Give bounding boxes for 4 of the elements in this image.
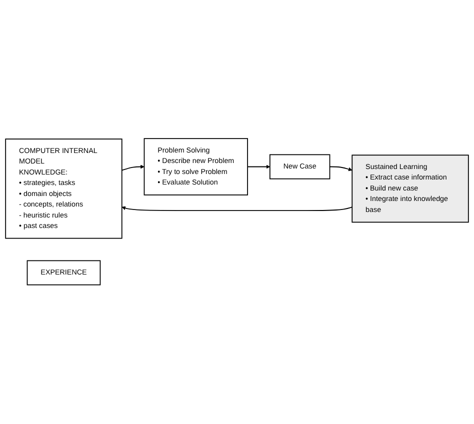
arrow xyxy=(121,165,144,172)
arrow xyxy=(122,206,353,212)
arrow xyxy=(247,165,270,170)
arrow xyxy=(329,166,352,172)
